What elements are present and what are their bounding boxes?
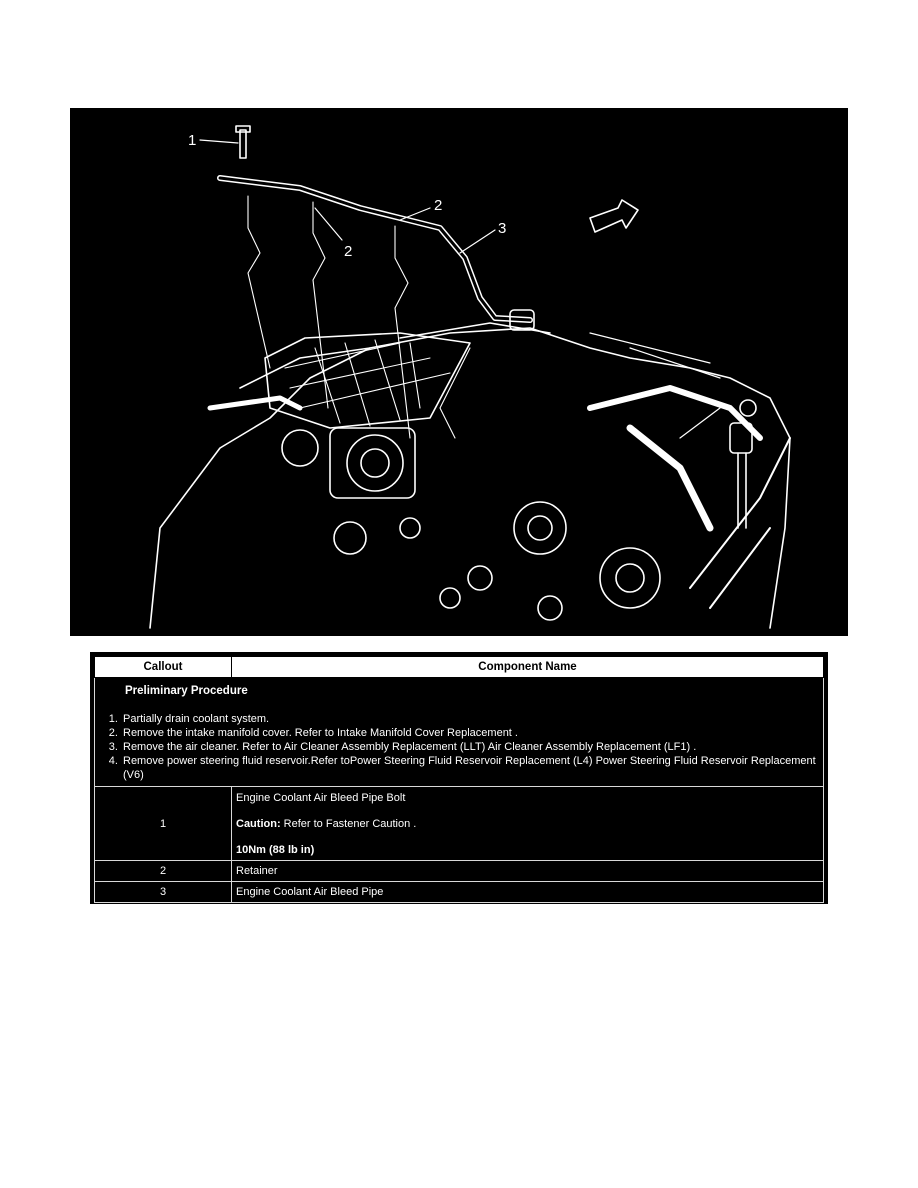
row-2-callout: 2 — [94, 860, 232, 882]
caution-label: Caution: — [236, 817, 281, 830]
air-bleed-pipe — [217, 175, 533, 323]
table-row: 3 Engine Coolant Air Bleed Pipe — [94, 881, 824, 903]
row-1-callout: 1 — [94, 786, 232, 861]
pipe-bolt — [235, 125, 251, 159]
header-component-name: Component Name — [231, 656, 824, 678]
row-1-component: Engine Coolant Air Bleed Pipe Bolt Cauti… — [231, 786, 824, 861]
engine-outline — [149, 327, 791, 629]
step-3: Remove the air cleaner. Refer to Air Cle… — [121, 740, 819, 754]
row-1-name: Engine Coolant Air Bleed Pipe Bolt — [236, 791, 406, 804]
preliminary-steps: Partially drain coolant system. Remove t… — [99, 712, 819, 782]
callout-2b-label: 2 — [434, 197, 442, 214]
callout-3-label: 3 — [498, 220, 506, 237]
callout-table: Callout Component Name Preliminary Proce… — [90, 652, 828, 904]
preliminary-title: Preliminary Procedure — [125, 685, 248, 697]
header-callout: Callout — [94, 656, 232, 678]
row-2-component: Retainer — [231, 860, 824, 882]
throttle-body — [346, 434, 404, 492]
step-4: Remove power steering fluid reservoir.Re… — [121, 754, 819, 782]
step-1: Partially drain coolant system. — [121, 712, 819, 726]
caution-text: Refer to Fastener Caution . — [280, 817, 417, 830]
callout-2a-label: 2 — [344, 243, 352, 260]
row-1-caution: Caution: Refer to Fastener Caution . — [236, 817, 819, 831]
intake-manifold — [264, 332, 471, 429]
callout-1-label: 1 — [188, 132, 196, 149]
table-row: 1 Engine Coolant Air Bleed Pipe Bolt Cau… — [94, 786, 824, 861]
row-3-callout: 3 — [94, 881, 232, 903]
engine-illustration: 1 2 2 3 — [70, 108, 848, 636]
row-1-torque: 10Nm (88 lb in) — [236, 843, 315, 856]
front-arrow — [589, 199, 639, 233]
step-2: Remove the intake manifold cover. Refer … — [121, 726, 819, 740]
row-3-component: Engine Coolant Air Bleed Pipe — [231, 881, 824, 903]
preliminary-procedure-row: Preliminary Procedure Partially drain co… — [94, 677, 824, 787]
table-row: 2 Retainer — [94, 860, 824, 882]
